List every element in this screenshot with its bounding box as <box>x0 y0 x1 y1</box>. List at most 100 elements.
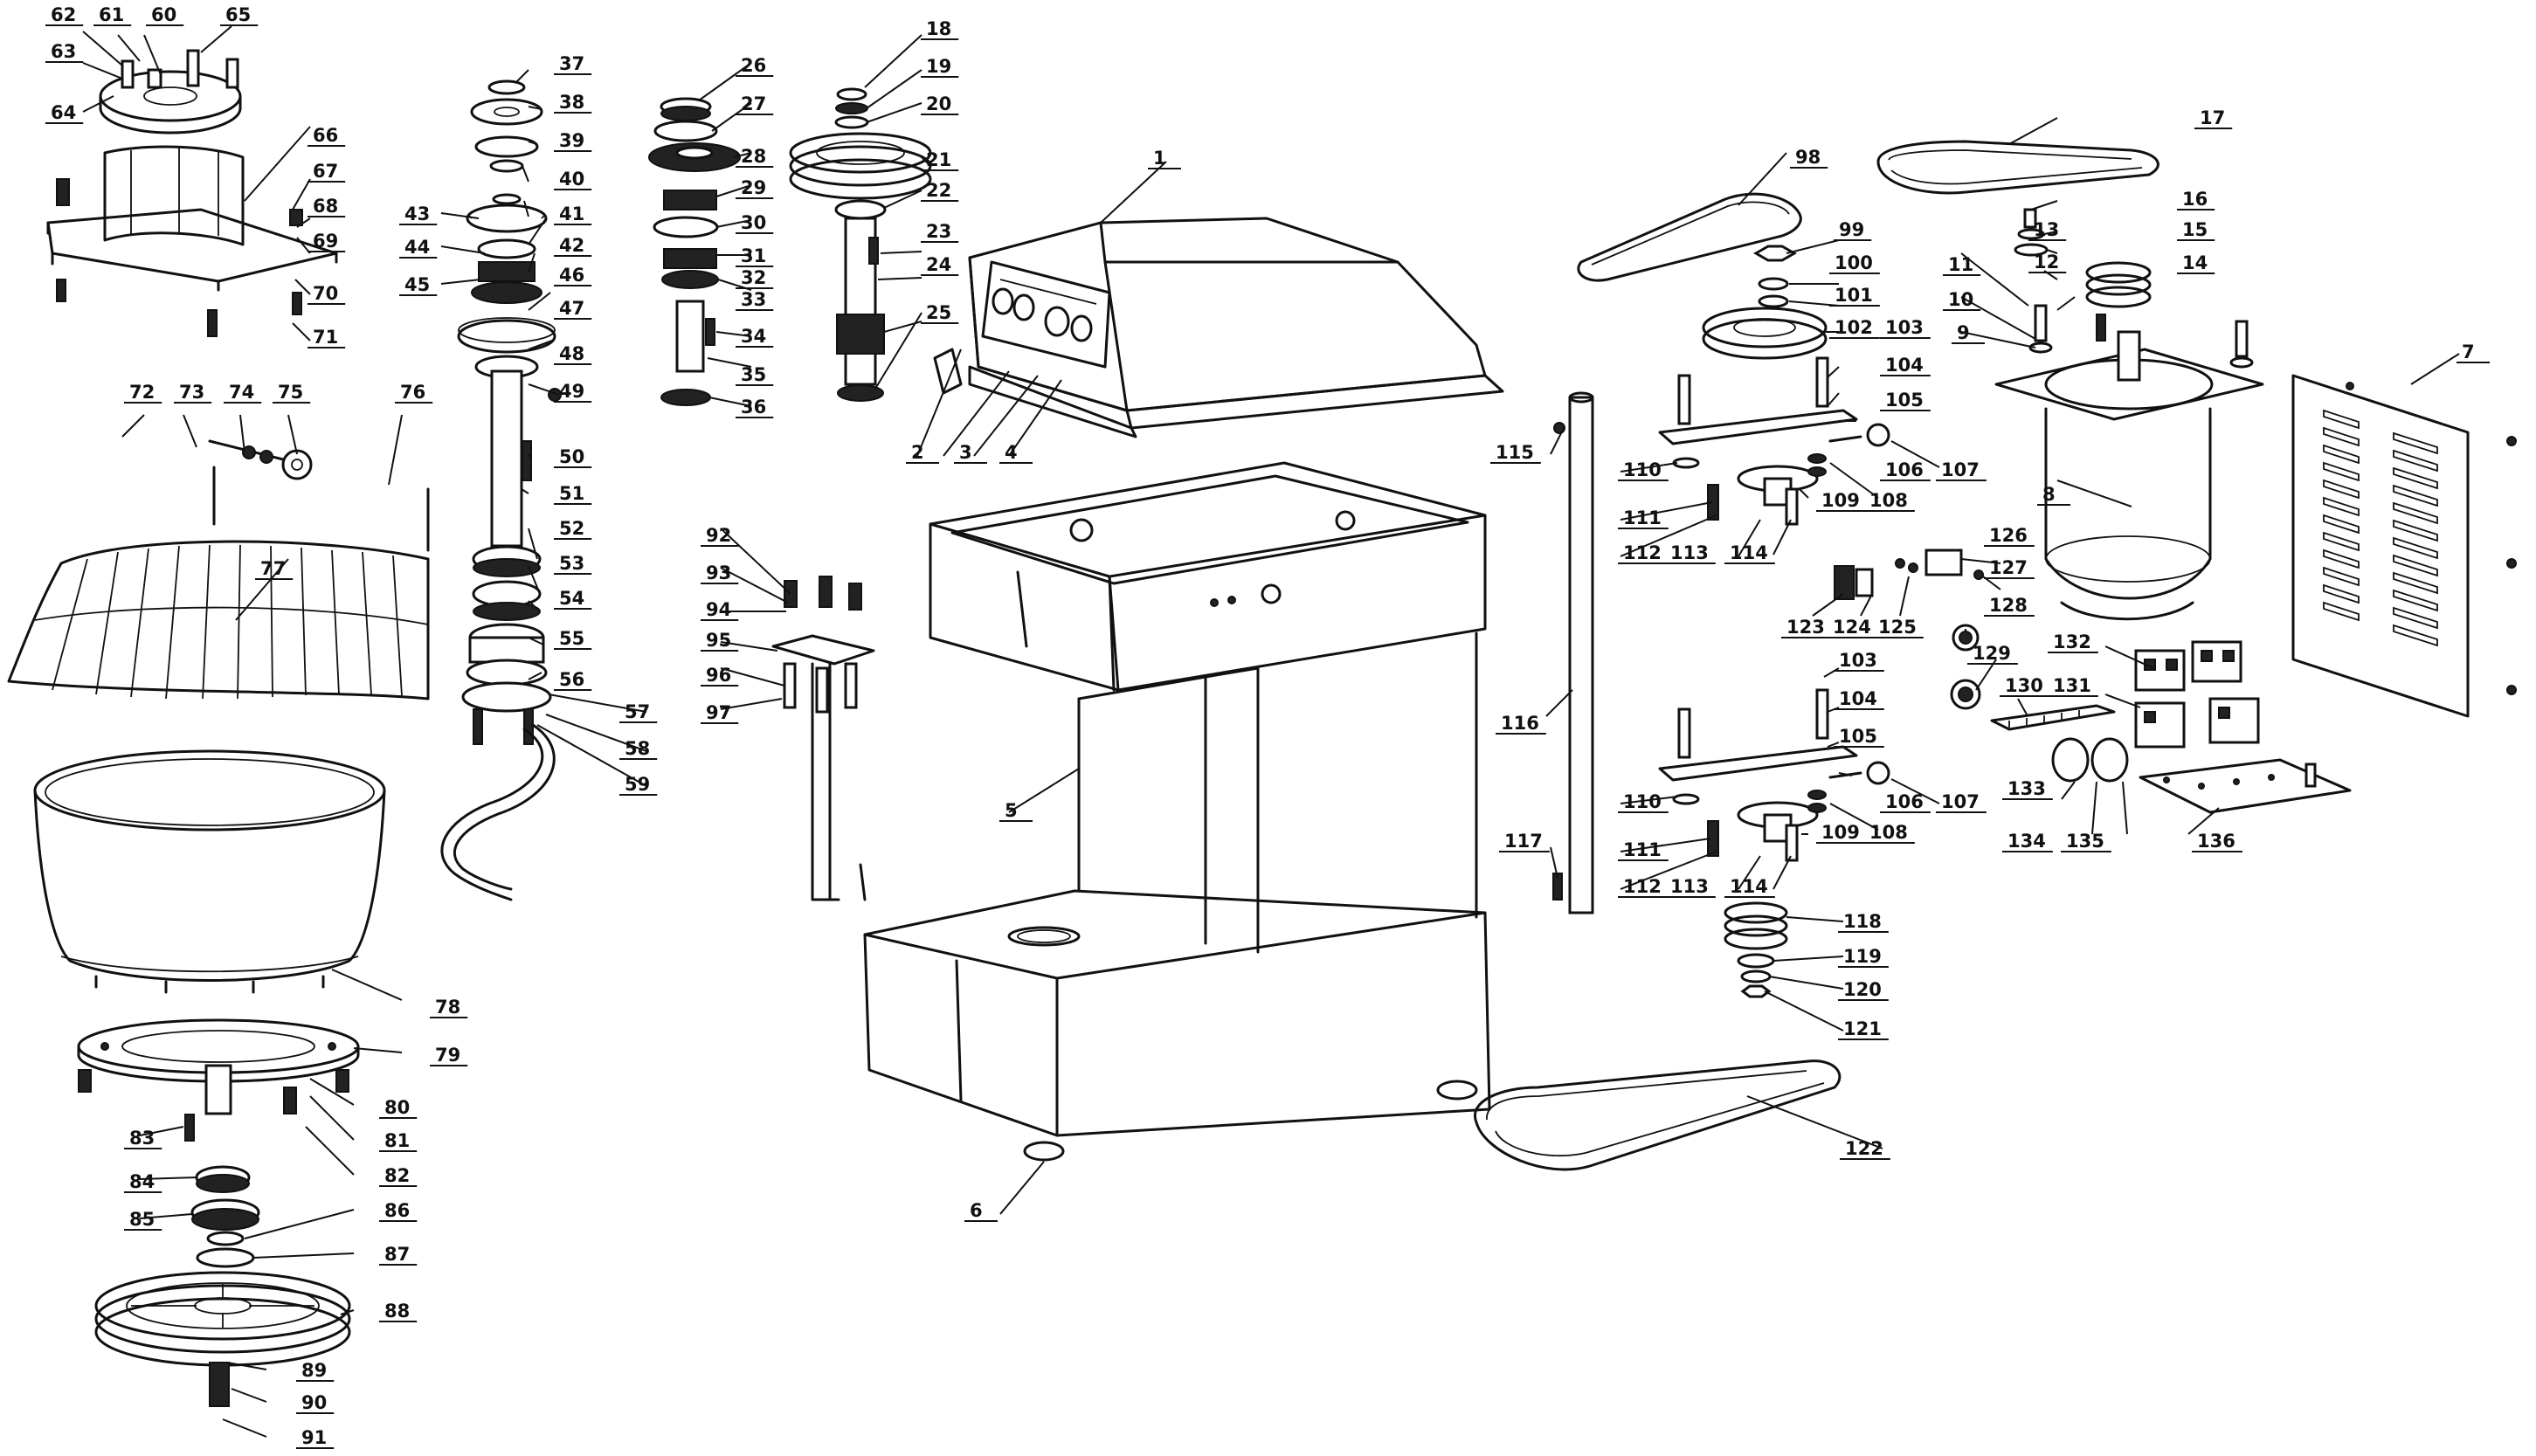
label-49: 49 <box>559 381 584 402</box>
label-33: 33 <box>741 289 766 310</box>
electrical-components <box>1834 549 2352 814</box>
label-109: 109 <box>1821 490 1860 511</box>
label-10: 10 <box>1948 289 1973 310</box>
label-22: 22 <box>926 180 951 201</box>
label-107b: 107 <box>1941 791 1980 812</box>
label-103b: 103 <box>1839 650 1877 671</box>
label-59: 59 <box>625 774 650 795</box>
leader-lines <box>82 25 2460 1438</box>
label-114: 114 <box>1730 542 1768 563</box>
mixing-bowl <box>33 749 386 994</box>
label-5: 5 <box>1005 800 1018 821</box>
label-104: 104 <box>1885 355 1924 376</box>
label-107: 107 <box>1941 459 1980 480</box>
label-27: 27 <box>741 93 766 114</box>
label-18: 18 <box>926 18 951 39</box>
label-106b: 106 <box>1885 791 1924 812</box>
label-19: 19 <box>926 56 951 77</box>
label-104b: 104 <box>1839 688 1877 709</box>
label-84: 84 <box>129 1171 155 1192</box>
label-50: 50 <box>559 446 584 467</box>
label-64: 64 <box>51 102 76 123</box>
label-73: 73 <box>179 382 204 403</box>
label-78: 78 <box>435 997 460 1018</box>
label-74: 74 <box>229 382 254 403</box>
safety-guard-grid <box>7 466 430 700</box>
label-131: 131 <box>2053 675 2091 696</box>
label-126: 126 <box>1989 525 2028 546</box>
label-102: 102 <box>1835 317 1873 338</box>
label-121: 121 <box>1843 1018 1882 1039</box>
tension-bracket-upper <box>1658 356 1890 526</box>
label-61: 61 <box>99 4 124 25</box>
label-35: 35 <box>741 364 766 385</box>
gear-stack-upper <box>457 79 562 548</box>
label-41: 41 <box>559 204 584 224</box>
label-63: 63 <box>51 41 76 62</box>
label-108b: 108 <box>1869 822 1908 843</box>
label-38: 38 <box>559 92 584 113</box>
pulley-shaft-18-25 <box>789 87 932 402</box>
label-129: 129 <box>1973 643 2011 664</box>
label-101: 101 <box>1835 285 1873 306</box>
label-94: 94 <box>706 599 731 620</box>
label-117: 117 <box>1504 831 1543 852</box>
label-106: 106 <box>1885 459 1924 480</box>
label-9: 9 <box>1957 322 1970 343</box>
bowl-support-plate <box>77 1018 360 1142</box>
label-134: 134 <box>2007 831 2046 852</box>
label-31: 31 <box>741 245 766 266</box>
belt-17 <box>1876 140 2159 195</box>
label-113b: 113 <box>1670 876 1709 897</box>
label-36: 36 <box>741 397 766 417</box>
label-124: 124 <box>1833 617 1871 638</box>
label-111: 111 <box>1623 507 1662 528</box>
label-132: 132 <box>2053 631 2091 652</box>
label-87: 87 <box>384 1244 410 1265</box>
motor-assembly <box>1994 208 2264 621</box>
label-109b: 109 <box>1821 822 1860 843</box>
label-120: 120 <box>1843 979 1882 1000</box>
label-125: 125 <box>1878 617 1917 638</box>
label-119: 119 <box>1843 946 1882 967</box>
label-45: 45 <box>404 274 430 295</box>
label-91: 91 <box>301 1427 327 1448</box>
label-71: 71 <box>313 327 338 348</box>
label-116: 116 <box>1501 713 1539 734</box>
label-55: 55 <box>559 628 584 649</box>
label-46: 46 <box>559 265 584 286</box>
label-75: 75 <box>278 382 303 403</box>
label-40: 40 <box>559 169 584 190</box>
label-115: 115 <box>1496 442 1534 463</box>
label-97: 97 <box>706 702 731 723</box>
label-52: 52 <box>559 518 584 539</box>
guard-hinge-shaft <box>208 439 313 480</box>
label-122: 122 <box>1845 1138 1883 1159</box>
label-110: 110 <box>1623 459 1662 480</box>
label-43: 43 <box>404 204 430 224</box>
idler-shaft-116 <box>1552 391 1594 914</box>
label-6: 6 <box>970 1200 983 1221</box>
belt-122 <box>1473 1059 1842 1171</box>
label-76: 76 <box>400 382 425 403</box>
label-53: 53 <box>559 553 584 574</box>
label-47: 47 <box>559 298 584 319</box>
label-85: 85 <box>129 1209 155 1230</box>
louvered-panel <box>2291 374 2517 718</box>
label-89: 89 <box>301 1360 327 1381</box>
label-103: 103 <box>1885 317 1924 338</box>
gear-stack-lower <box>440 545 556 901</box>
head-cover <box>933 217 1504 438</box>
stand-bracket-92-97 <box>771 576 875 901</box>
label-108: 108 <box>1869 490 1908 511</box>
label-42: 42 <box>559 235 584 256</box>
label-56: 56 <box>559 669 584 690</box>
label-70: 70 <box>313 283 338 304</box>
label-110b: 110 <box>1623 791 1662 812</box>
label-83: 83 <box>129 1128 155 1149</box>
label-7: 7 <box>2462 342 2475 362</box>
label-2: 2 <box>911 442 924 463</box>
label-58: 58 <box>625 738 650 759</box>
label-96: 96 <box>706 665 731 686</box>
